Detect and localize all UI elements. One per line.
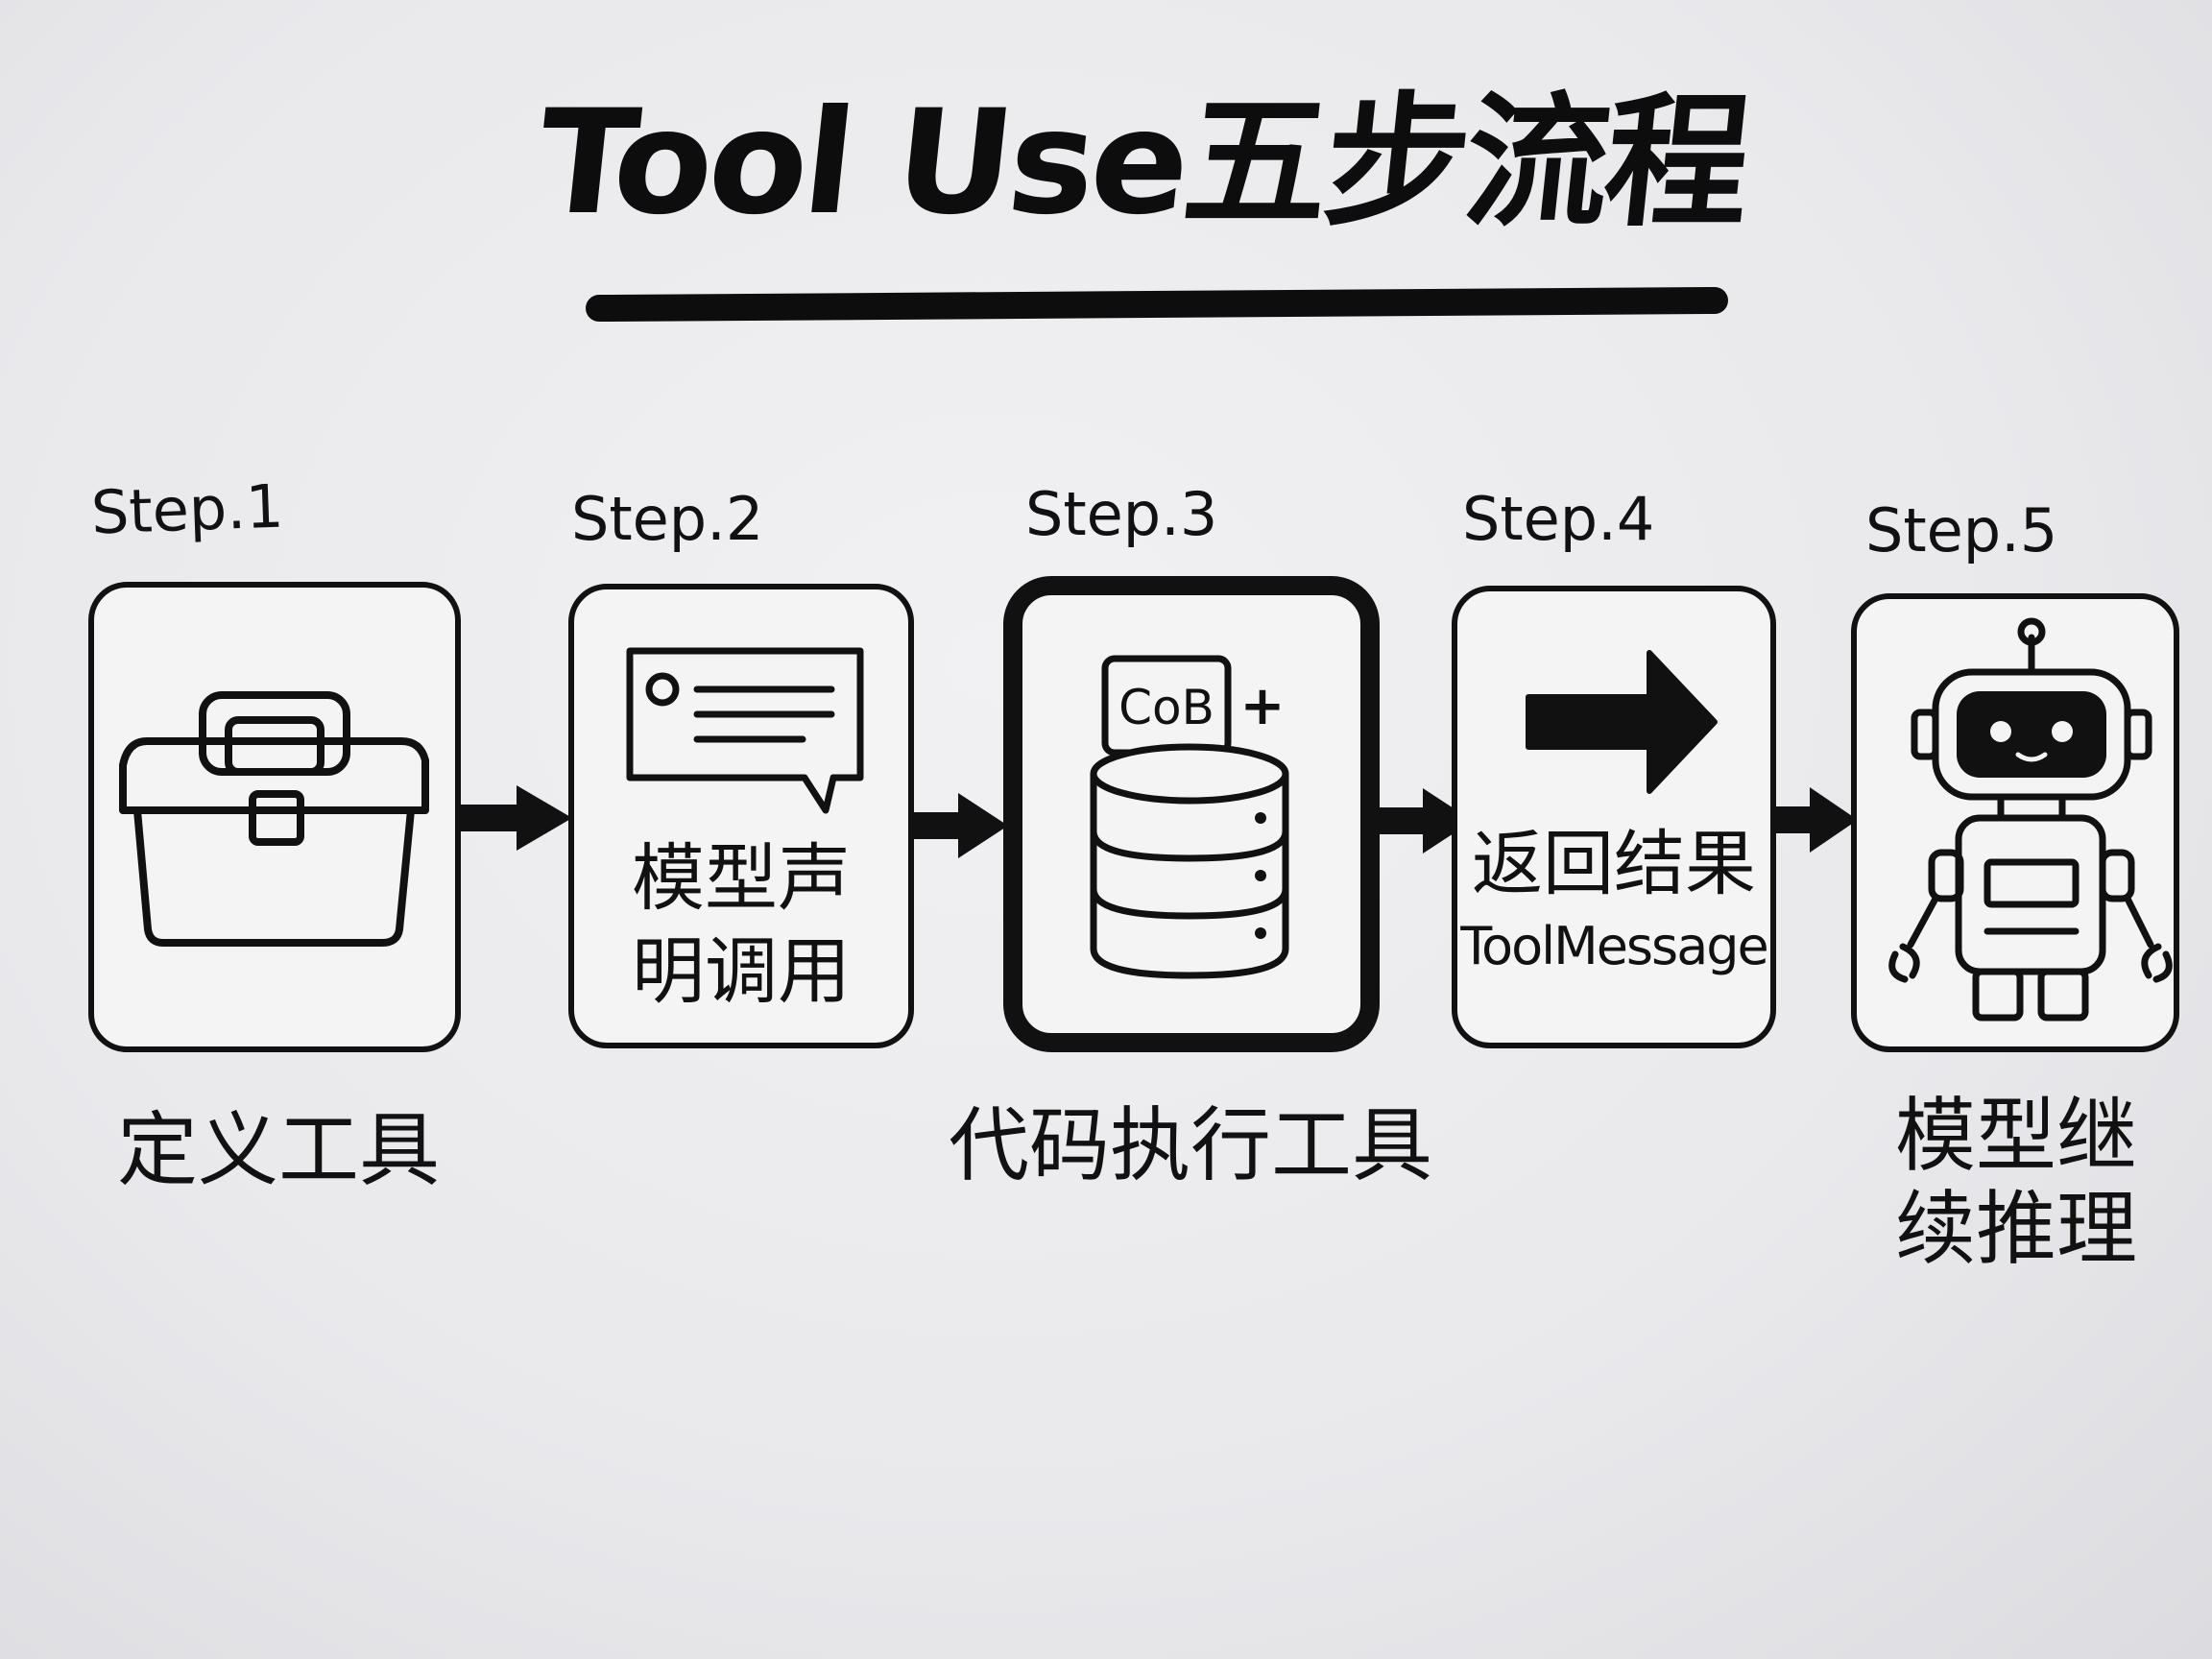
step-4-card-text-line1: 返回结果 xyxy=(1472,823,1756,905)
step-5-card xyxy=(1851,593,2179,1052)
cob-label: CoB xyxy=(1118,680,1214,735)
arrow-2-icon xyxy=(912,793,1008,858)
step-5-caption-line2: 续推理 xyxy=(1894,1182,2137,1276)
plus-label: + xyxy=(1240,675,1286,737)
step-4-card-text-line2: ToolMessage xyxy=(1460,916,1769,976)
step-5-label: Step.5 xyxy=(1865,495,2058,565)
step-5-caption-line1: 模型继 xyxy=(1894,1089,2137,1183)
step-2-card-text-line2: 明调用 xyxy=(632,928,851,1014)
step-2-card-text-line1: 模型声 xyxy=(632,835,851,921)
step-3-label: Step.3 xyxy=(1025,479,1218,549)
toolbox-icon xyxy=(119,691,429,947)
step-4-card: 返回结果 ToolMessage xyxy=(1452,586,1776,1048)
step-3-card: CoB + xyxy=(1003,576,1380,1052)
step-3-caption: 代码执行工具 xyxy=(948,1098,1432,1192)
step-2-card: 模型声 明调用 xyxy=(568,584,914,1048)
title-underline xyxy=(585,286,1729,323)
arrow-4-icon xyxy=(1771,787,1858,853)
diagram-title: Tool Use五步流程 xyxy=(530,80,1755,247)
arrow-3-icon xyxy=(1377,788,1473,854)
step-1-card xyxy=(88,582,461,1052)
step-2-label: Step.2 xyxy=(571,484,764,554)
step-4-label: Step.4 xyxy=(1462,484,1655,554)
arrow-1-icon xyxy=(459,785,572,851)
step-1-label: Step.1 xyxy=(89,470,285,548)
database-icon: CoB + xyxy=(1090,655,1289,979)
robot-icon xyxy=(1888,617,2173,1022)
arrow-right-icon xyxy=(1526,650,1718,794)
step-1-caption: 定义工具 xyxy=(116,1103,440,1197)
chat-bubble-icon xyxy=(626,647,864,814)
